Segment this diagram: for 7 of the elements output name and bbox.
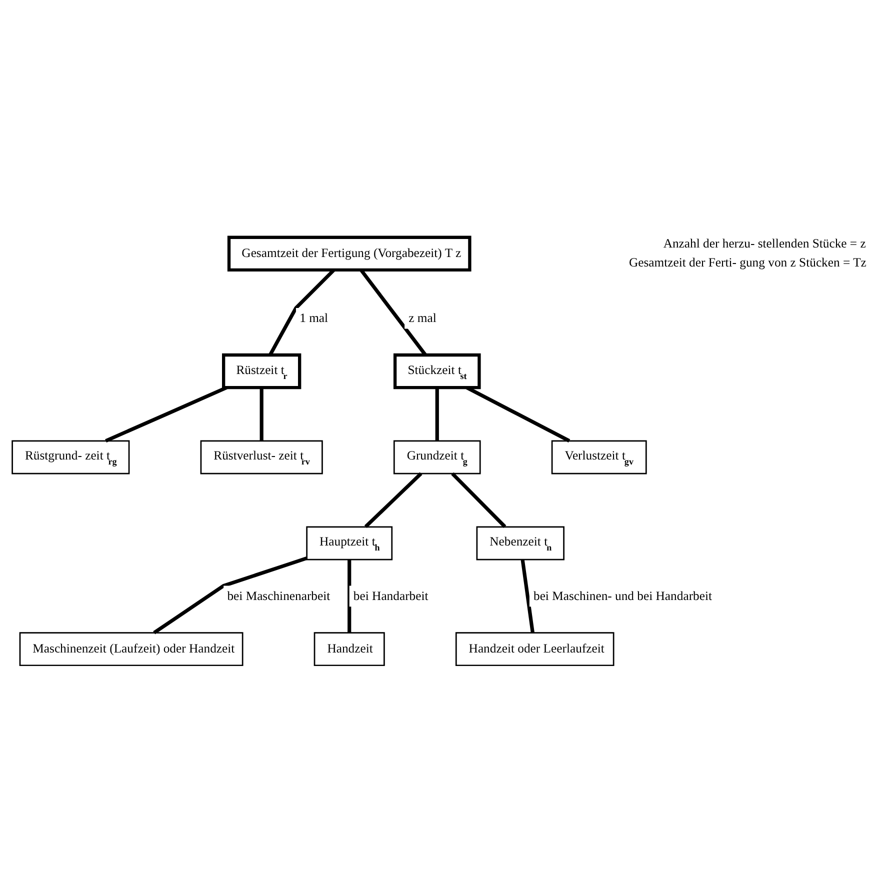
edge-label: bei Maschinenarbeit <box>227 588 330 603</box>
edge-label: z mal <box>408 311 436 326</box>
label: Gesamtzeit der Ferti- gung von z Stücken = Tz <box>628 256 866 270</box>
edge-label: bei Handarbeit <box>353 588 428 603</box>
edge-label: bei Maschinen- und bei Handarbeit <box>533 588 712 603</box>
edge-label: 1 mal <box>300 311 328 326</box>
label: Anzahl der herzu- stellenden Stücke = z <box>663 236 866 251</box>
